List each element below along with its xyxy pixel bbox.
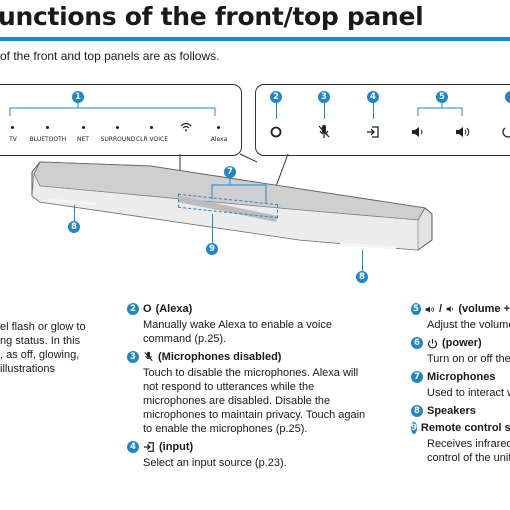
mic-off-icon <box>144 351 153 362</box>
item-9-number: 9 <box>411 422 417 434</box>
item-3-title: (Microphones disabled) <box>158 351 282 363</box>
input-button-icon[interactable] <box>366 125 380 139</box>
item-5-number: 5 <box>411 303 421 315</box>
item-4-number: 4 <box>127 441 139 453</box>
indicator-dot-clr-voice <box>150 126 153 129</box>
callout-5-bracket <box>417 103 463 116</box>
item-3-desc-line: microphones to maintain privacy. Touch a… <box>143 409 366 421</box>
input-icon <box>143 442 154 452</box>
indicator-label-clr-voice: CLR VOICE <box>135 136 169 143</box>
indicator-dot-alexa <box>217 126 220 129</box>
alexa-symbol: O <box>143 303 152 315</box>
volume-up-button-icon[interactable] <box>455 125 471 139</box>
volume-down-button-icon[interactable] <box>411 126 425 138</box>
wifi-icon <box>180 122 192 132</box>
item-3-desc-line: microphones are disabled. Disable the <box>143 395 331 407</box>
item-3-number: 3 <box>127 351 139 363</box>
indicator-label-bluetooth: BLUETOOTH <box>29 136 67 143</box>
left-line-4: illustrations <box>0 363 56 375</box>
volume-up-icon <box>425 305 434 313</box>
callout-number-8-left: 8 <box>68 221 80 233</box>
item-3-desc: Touch to disable the microphones. Alexa … <box>143 366 397 436</box>
indicator-dot-tv <box>11 126 14 129</box>
item-3-desc-line: Touch to disable the microphones. Alexa … <box>143 367 359 379</box>
callout-8-left-line <box>74 205 75 221</box>
item-7-title: Microphones <box>427 371 496 383</box>
callout-number-1: 1 <box>72 91 84 103</box>
item-8-title: Speakers <box>427 405 476 417</box>
intro-text: of the front and top panels are as follo… <box>0 49 220 63</box>
callout-number-3: 3 <box>318 91 330 103</box>
power-icon <box>428 338 437 348</box>
right-column: 5 / (volume + Adjust the volume 6 (power… <box>411 303 510 465</box>
callout-8-right-line <box>362 250 363 271</box>
indicator-dot-bluetooth <box>46 126 49 129</box>
left-line-3: , as off, glowing, <box>0 349 80 361</box>
callout-number-4: 4 <box>367 91 379 103</box>
item-6-heading: 6 (power) <box>411 337 510 349</box>
callout-number-8-right: 8 <box>356 271 368 283</box>
item-6-title: (power) <box>442 337 482 349</box>
item-9-heading: 9 Remote control s <box>411 422 510 434</box>
item-8-heading: 8 Speakers <box>411 405 510 417</box>
callout-9-line <box>212 214 213 243</box>
item-6-number: 6 <box>411 337 423 349</box>
item-2-number: 2 <box>127 303 139 315</box>
item-9-desc: Receives infrared control of the unit <box>427 437 510 465</box>
left-line-2: ng status. In this <box>0 335 81 347</box>
item-9-desc-line: Receives infrared <box>427 438 510 450</box>
item-3-heading: 3 (Microphones disabled) <box>127 351 397 363</box>
item-2-desc-line: command (p.25). <box>143 333 227 345</box>
indicator-label-tv: TV <box>9 136 17 143</box>
callout-number-5: 5 <box>436 91 448 103</box>
item-2-desc: Manually wake Alexa to enable a voice co… <box>143 318 397 346</box>
microphones-bracket <box>211 177 267 203</box>
item-3-desc-line: not respond to utterances while the <box>143 381 315 393</box>
item-6-desc: Turn on or off the <box>427 353 510 365</box>
item-9-desc-line: control of the unit <box>427 452 510 464</box>
left-column: el flash or glow to ng status. In this ,… <box>0 320 120 376</box>
item-5-desc: Adjust the volume <box>427 319 510 331</box>
power-button-icon-partial[interactable] <box>500 125 510 139</box>
middle-column: 2 O (Alexa) Manually wake Alexa to enabl… <box>127 303 397 470</box>
item-7-number: 7 <box>411 371 423 383</box>
volume-down-icon <box>446 306 453 312</box>
item-2-heading: 2 O (Alexa) <box>127 303 397 315</box>
callout-number-6-partial <box>505 91 510 103</box>
item-2-title: (Alexa) <box>155 303 193 315</box>
callout-number-7: 7 <box>224 166 236 178</box>
indicator-label-surround: SURROUND <box>100 136 136 143</box>
callout-1-bracket <box>9 103 216 116</box>
item-4-desc: Select an input source (p.23). <box>143 456 397 470</box>
item-2-desc-line: Manually wake Alexa to enable a voice <box>143 319 332 331</box>
title-rule <box>0 37 510 41</box>
indicator-label-alexa: Alexa <box>210 136 228 143</box>
left-line-1: el flash or glow to <box>0 321 86 333</box>
item-4-heading: 4 (input) <box>127 441 397 453</box>
item-7-desc: Used to interact w <box>427 387 510 399</box>
item-8-number: 8 <box>411 405 423 417</box>
indicator-dot-surround <box>116 126 119 129</box>
item-3-desc-line: to enable the microphones (p.25). <box>143 423 308 435</box>
page-title: unctions of the front/top panel <box>0 2 424 31</box>
item-4-title: (input) <box>159 441 194 453</box>
soundbar-illustration <box>31 153 433 251</box>
indicator-label-net: NET <box>77 136 89 143</box>
mic-off-button-icon[interactable] <box>317 124 331 140</box>
alexa-button-icon[interactable] <box>269 125 283 139</box>
item-5-title: (volume + <box>458 303 510 315</box>
callout-number-2: 2 <box>270 91 282 103</box>
indicator-callout-box <box>0 84 242 156</box>
indicator-dot-net <box>82 126 85 129</box>
item-5-heading: 5 / (volume + <box>411 303 510 315</box>
item-4-desc-line: Select an input source (p.23). <box>143 457 287 469</box>
callout-2-line <box>276 103 277 119</box>
callout-number-9: 9 <box>206 243 218 255</box>
item-7-heading: 7 Microphones <box>411 371 510 383</box>
callout-4-line <box>373 103 374 119</box>
item-9-title: Remote control s <box>420 422 510 434</box>
control-callout-box <box>255 84 510 156</box>
callout-3-line <box>324 103 325 119</box>
